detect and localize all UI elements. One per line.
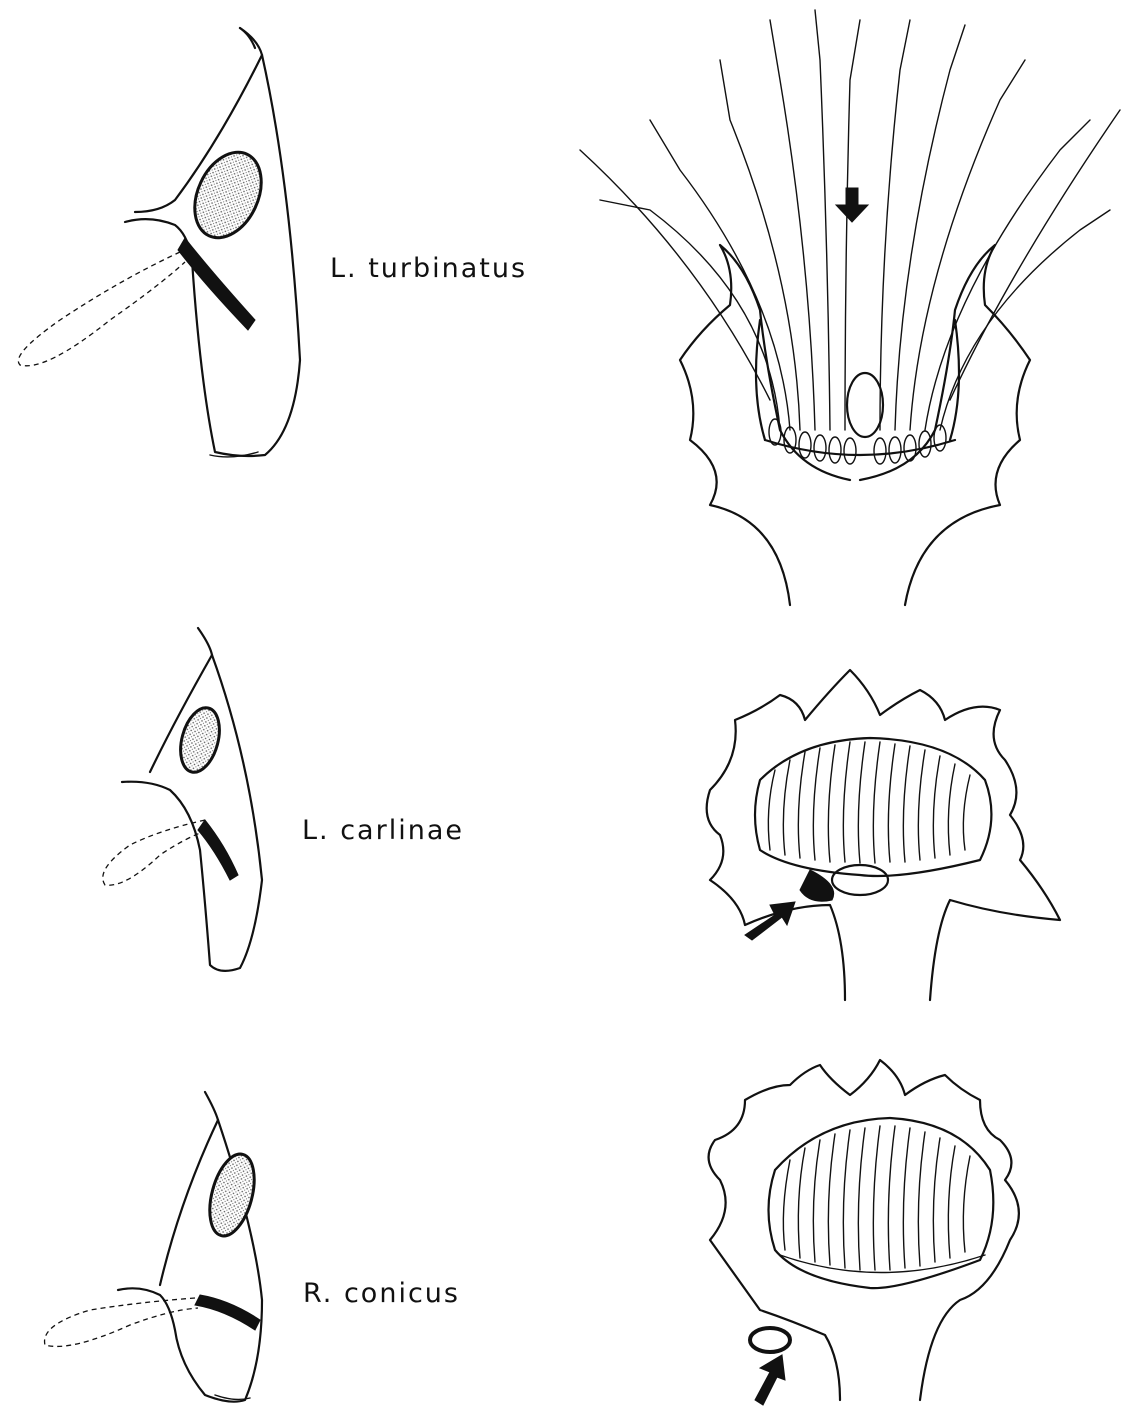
floret-rows xyxy=(783,1126,970,1270)
achene-row xyxy=(769,419,946,464)
weevil-head-conicus xyxy=(45,1092,263,1402)
species-label-turbinatus: L. turbinatus xyxy=(330,253,527,284)
arrow-down-icon xyxy=(836,188,868,222)
gall-section-conicus xyxy=(709,1060,1019,1405)
arrow-upright-icon xyxy=(755,1355,785,1405)
gall-section-carlinae xyxy=(707,670,1060,1000)
larva-oval xyxy=(847,373,883,437)
species-label-carlinae: L. carlinae xyxy=(302,815,464,846)
species-label-conicus: R. conicus xyxy=(303,1278,460,1309)
gall-section-turbinatus xyxy=(580,10,1120,605)
weevil-head-carlinae xyxy=(103,628,262,971)
weevil-head-turbinatus xyxy=(18,28,300,457)
floret-rows xyxy=(768,742,970,863)
